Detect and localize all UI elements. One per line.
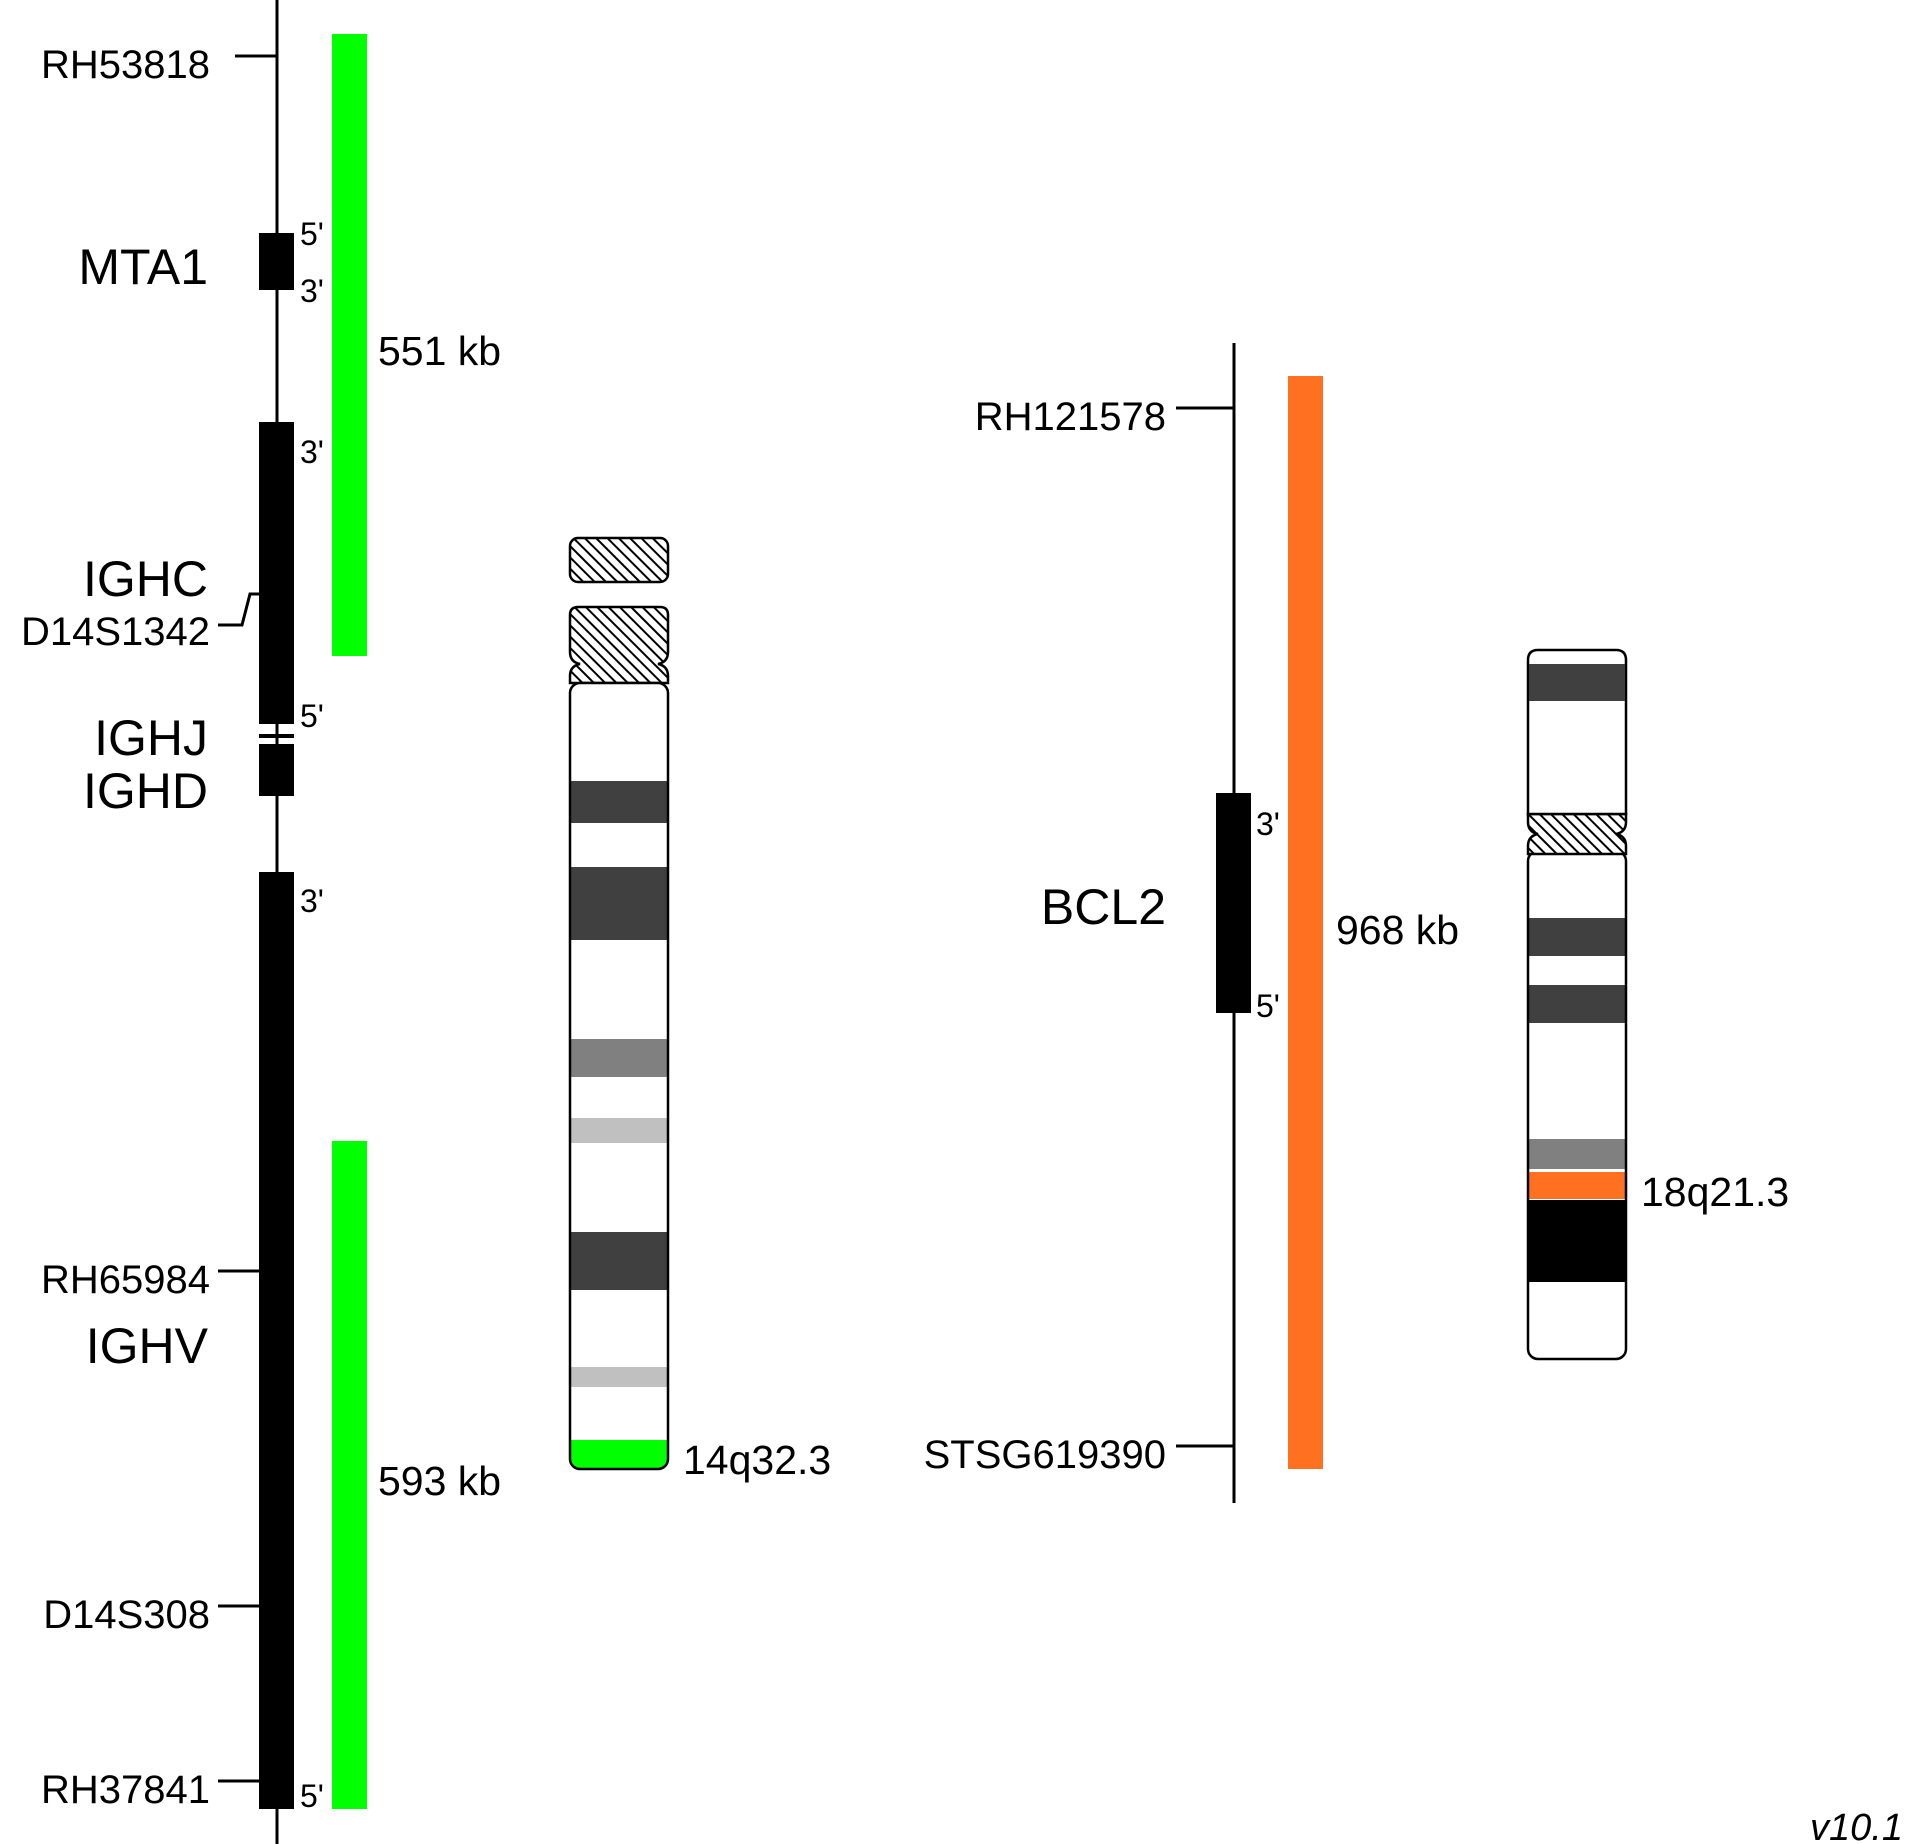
chr14-band-14q32-3: [570, 1440, 668, 1469]
gene-label-ighc: IGHC: [83, 551, 208, 607]
gene-block-ighc: [259, 422, 294, 724]
gene-label-mta1: MTA1: [78, 239, 208, 295]
marker-label-rh37841: RH37841: [41, 1768, 210, 1812]
chr18-centromere: [1526, 812, 1628, 856]
gene-label-bcl2: BCL2: [1041, 879, 1166, 935]
gene-end-bcl2-bottom: 5': [1256, 988, 1280, 1024]
probe-bar-551kb: [332, 34, 367, 656]
marker-label-rh65984: RH65984: [41, 1258, 210, 1302]
marker-label-stsg619390: STSG619390: [924, 1433, 1166, 1477]
marker-label-d14s1342: D14S1342: [21, 610, 210, 654]
chr14-band-1: [570, 781, 668, 823]
gene-block-bcl2: [1216, 793, 1251, 1013]
gene-end-ighc-bottom: 5': [300, 698, 324, 734]
chr18-band-2: [1528, 985, 1626, 1023]
marker-tick-d14s1342: [218, 592, 260, 627]
chr14-band-3: [570, 1039, 668, 1077]
gene-end-bcl2-top: 3': [1256, 806, 1280, 842]
chr18-band-18q21-3: [1528, 1172, 1626, 1199]
gene-block-ighj: [259, 734, 294, 738]
chr14-band-5: [570, 1232, 668, 1290]
gene-label-ighv: IGHV: [86, 1318, 209, 1374]
gene-label-ighd: IGHD: [83, 763, 208, 819]
probe-size-593kb: 593 kb: [378, 1458, 501, 1504]
chromosome-14-ideogram: [568, 536, 670, 1471]
gene-end-mta1-bottom: 3': [300, 273, 324, 309]
chr14-band-4: [570, 1118, 668, 1143]
gene-end-mta1-top: 5': [300, 216, 324, 252]
chr14-band-6: [570, 1367, 668, 1387]
gene-block-ighd: [259, 744, 294, 796]
chromosome-band-label-18q21-3: 18q21.3: [1641, 1169, 1789, 1215]
chr18-band-1: [1528, 918, 1626, 956]
marker-label-rh53818: RH53818: [41, 43, 210, 87]
left-locus-map: RH53818 D14S1342 RH65984 D14S308 RH37841…: [21, 0, 831, 1844]
gene-block-mta1: [259, 233, 294, 290]
gene-label-ighj: IGHJ: [94, 710, 208, 766]
gene-end-ighv-top: 3': [300, 883, 324, 919]
chr14-band-2: [570, 867, 668, 940]
version-label: v10.1: [1810, 1807, 1903, 1844]
probe-size-551kb: 551 kb: [378, 328, 501, 374]
gene-block-ighv: [259, 872, 294, 1809]
chr14-stalk-centromere: [568, 605, 670, 685]
marker-label-d14s308: D14S308: [43, 1593, 210, 1637]
chr14-satellite: [568, 536, 670, 584]
chr18-band-4: [1528, 1200, 1626, 1282]
marker-label-rh121578: RH121578: [975, 395, 1166, 439]
chr18-band-3: [1528, 1139, 1626, 1169]
chromosome-band-label-14q32-3: 14q32.3: [683, 1437, 831, 1483]
right-locus-map: RH121578 STSG619390 BCL2 3' 5' 968 kb 18…: [924, 343, 1789, 1503]
probe-size-968kb: 968 kb: [1336, 907, 1459, 953]
chromosome-18-ideogram: [1526, 648, 1628, 1361]
gene-end-ighv-bottom: 5': [300, 1778, 324, 1814]
gene-end-ighc-top: 3': [300, 434, 324, 470]
probe-bar-593kb: [332, 1141, 367, 1809]
probe-bar-968kb: [1288, 376, 1323, 1469]
chr18-p-band: [1529, 664, 1625, 701]
